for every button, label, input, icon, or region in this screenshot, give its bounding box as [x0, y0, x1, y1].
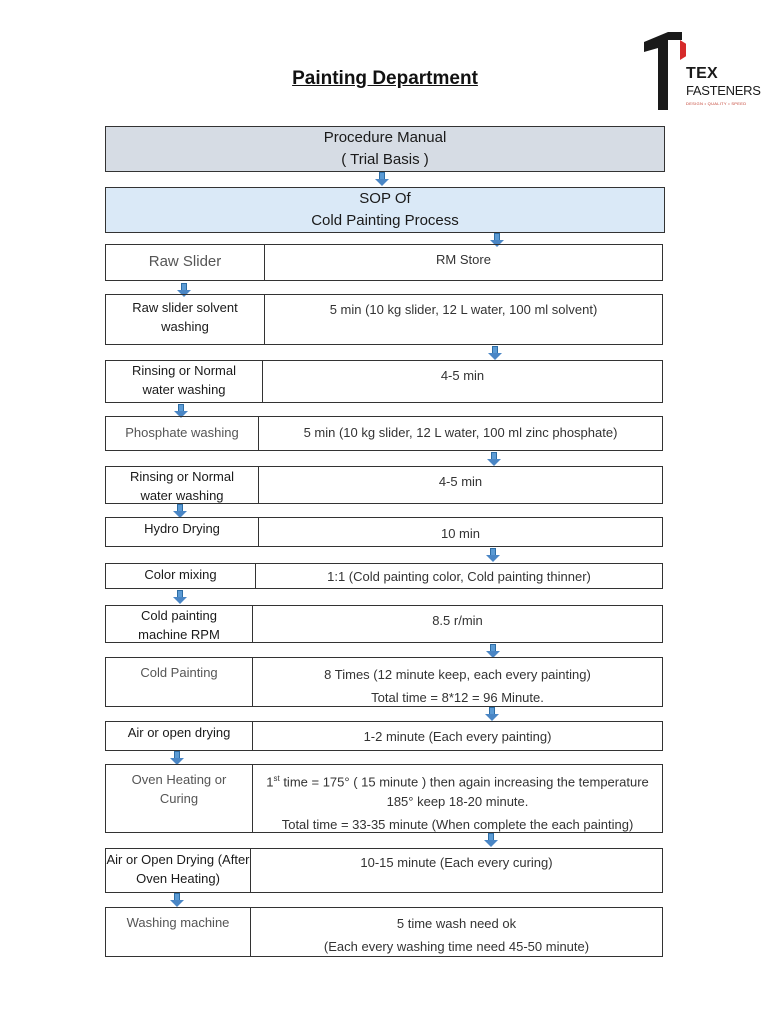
step-detail-block: 5 time wash need ok (Each every washing … [251, 908, 662, 956]
step-detail-block: 1st time = 175° ( 15 minute ) then again… [253, 765, 662, 832]
step-detail: RM Store [436, 252, 491, 267]
step-detail: 4-5 min [438, 474, 483, 489]
sop-header: SOP Of Cold Painting Process [105, 187, 665, 233]
step-row: Air or open drying 1-2 minute (Each ever… [105, 721, 663, 751]
step-row: Hydro Drying 10 min [105, 517, 663, 547]
procedure-manual-header: Procedure Manual ( Trial Basis ) [105, 126, 665, 172]
step-row: Color mixing 1:1 (Cold painting color, C… [105, 563, 663, 589]
step-row: Raw slider solvent washing 5 min (10 kg … [105, 294, 663, 345]
company-logo: TEX FASTENERS DESIGN • QUALITY • SPEED [642, 30, 768, 112]
header-line1: Procedure Manual [323, 129, 447, 146]
step-detail-block: 8 Times (12 minute keep, each every pain… [253, 658, 662, 706]
step-label: Rinsing or Normal water washing [106, 467, 259, 503]
logo-text-fasteners: FASTENERS [686, 83, 761, 98]
step-label: Air or Open Drying (After Oven Heating) [106, 849, 251, 892]
step-detail: 8.5 r/min [432, 613, 483, 628]
step-row: Washing machine 5 time wash need ok (Eac… [105, 907, 663, 957]
step-row: Air or Open Drying (After Oven Heating) … [105, 848, 663, 893]
step-detail-note: (Each every washing time need 45-50 minu… [323, 939, 590, 954]
step-detail-total: Total time = 33-35 minute (When complete… [281, 817, 634, 833]
step-detail-total: Total time = 8*12 = 96 Minute. [371, 690, 544, 705]
step-row: Phosphate washing 5 min (10 kg slider, 1… [105, 416, 663, 451]
step-label: Washing machine [106, 908, 251, 956]
step-row: Rinsing or Normal water washing 4-5 min [105, 466, 663, 504]
step-row: Cold painting machine RPM 8.5 r/min [105, 605, 663, 643]
header-line2: ( Trial Basis ) [341, 151, 429, 168]
step-detail: time = 175° ( 15 minute ) then again inc… [279, 774, 649, 810]
step-detail: 5 min (10 kg slider, 12 L water, 100 ml … [329, 302, 598, 317]
step-label: Rinsing or Normal water washing [106, 361, 263, 402]
step-row: Cold Painting 8 Times (12 minute keep, e… [105, 657, 663, 707]
step-detail: 8 Times (12 minute keep, each every pain… [324, 667, 591, 682]
logo-text-tex: TEX [686, 65, 719, 82]
step-row: Raw Slider RM Store [105, 244, 663, 281]
step-row: Rinsing or Normal water washing 4-5 min [105, 360, 663, 403]
step-detail: 4-5 min [440, 368, 485, 383]
step-detail-text: 1st time = 175° ( 15 minute ) then again… [263, 769, 652, 812]
step-label: Raw Slider [106, 245, 265, 280]
step-detail: 1-2 minute (Each every painting) [363, 729, 552, 744]
logo-tagline: DESIGN • QUALITY • SPEED [686, 101, 747, 106]
step-row: Oven Heating or Curing 1st time = 175° (… [105, 764, 663, 833]
page-title: Painting Department [292, 68, 478, 89]
step-detail: 10 min [440, 526, 481, 541]
step-label: Cold painting machine RPM [106, 606, 253, 642]
sop-line1: SOP Of [359, 190, 411, 207]
sop-line2: Cold Painting Process [311, 212, 459, 229]
step-label: Raw slider solvent washing [106, 295, 265, 344]
step-label: Air or open drying [106, 722, 253, 750]
step-label: Hydro Drying [106, 518, 259, 546]
step-detail-prefix: 1 [266, 774, 274, 790]
step-detail: 5 min (10 kg slider, 12 L water, 100 ml … [303, 425, 618, 440]
tex-fasteners-logo-icon [644, 32, 686, 110]
step-detail-superscript: st [273, 774, 280, 783]
step-label: Cold Painting [106, 658, 253, 706]
step-detail: 1:1 (Cold painting color, Cold painting … [327, 569, 591, 584]
step-label: Oven Heating or Curing [106, 765, 253, 832]
step-label: Phosphate washing [106, 417, 259, 450]
step-label: Color mixing [106, 564, 256, 588]
step-detail: 10-15 minute (Each every curing) [360, 855, 553, 870]
step-detail: 5 time wash need ok [396, 916, 517, 931]
